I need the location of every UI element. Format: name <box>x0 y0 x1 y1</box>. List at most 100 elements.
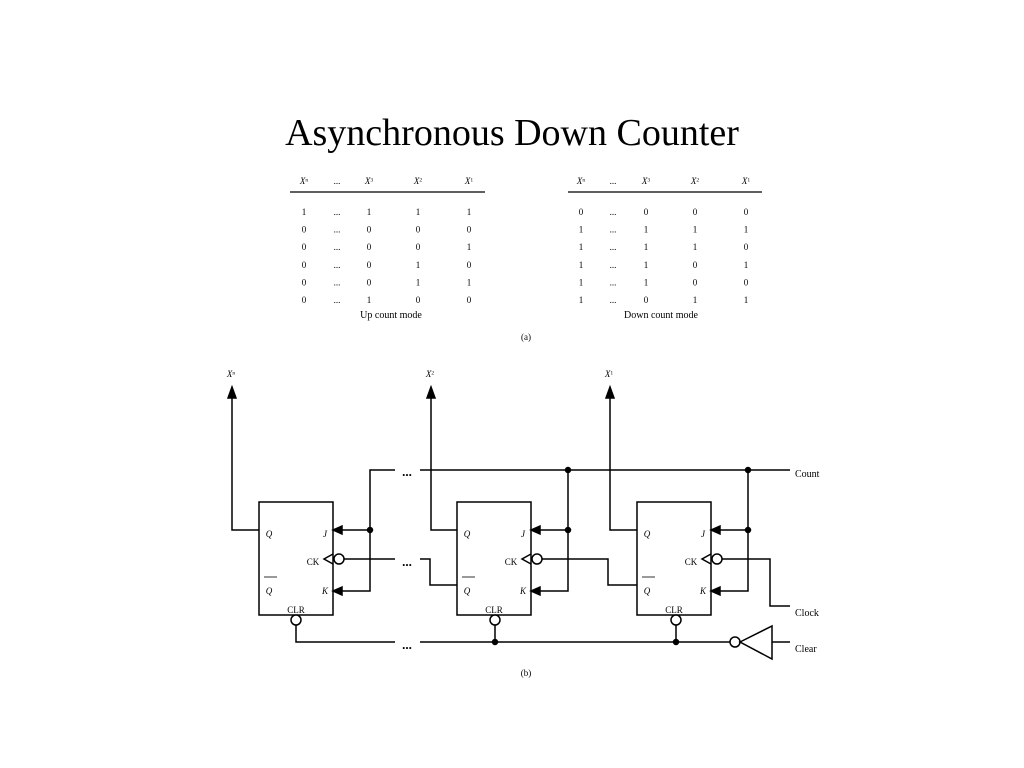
truth-tables: Xn... X3 X2 X1 1... 1 1 1 0... 0 0 0 0... 0 0 1 0... 0 1 0… <box>290 176 762 342</box>
ck-bubble-2 <box>531 553 543 565</box>
wire-qbar-n-to-ck2 <box>420 558 457 586</box>
down-cell-r0-c1: ... <box>610 207 617 217</box>
arrow-x1-icon <box>604 384 616 399</box>
up-cell-r5-c1: ... <box>334 295 341 305</box>
wire-k-1 <box>720 470 749 592</box>
down-cell-r2-c0: 1 <box>579 242 584 252</box>
wire-q-2 <box>430 392 457 531</box>
ck-bubble-n <box>333 553 345 565</box>
down-cell-r4-c1: ... <box>610 277 617 287</box>
up-header-3: X2 <box>413 176 423 186</box>
ellipsis-clear: ... <box>402 637 412 652</box>
down-cell-r0-c2: 0 <box>644 207 649 217</box>
up-cell-r3-c3: 1 <box>416 260 421 270</box>
down-cell-r3-c0: 1 <box>579 260 584 270</box>
down-cell-r4-c2: 1 <box>644 277 649 287</box>
arrow-j-1-icon <box>709 524 721 536</box>
junction-1b <box>744 526 752 534</box>
pin-k-2: K <box>519 586 527 596</box>
down-cell-r2-c1: ... <box>610 242 617 252</box>
up-header-0: Xn <box>299 176 309 186</box>
down-cell-r3-c3: 0 <box>693 260 698 270</box>
ck-bubble-1 <box>711 553 723 565</box>
up-cell-r1-c3: 0 <box>416 225 421 235</box>
output-label-0: Xn <box>226 369 236 379</box>
flipflop-2 <box>456 501 532 616</box>
arrow-xn-icon <box>226 384 238 399</box>
down-cell-r3-c2: 1 <box>644 260 649 270</box>
wire-clock <box>722 558 790 607</box>
down-cell-r1-c3: 1 <box>693 225 698 235</box>
down-cell-r3-c1: ... <box>610 260 617 270</box>
up-cell-r2-c2: 0 <box>367 242 372 252</box>
inverter-triangle-icon <box>738 624 773 661</box>
down-cell-r2-c2: 1 <box>644 242 649 252</box>
down-cell-r5-c2: 0 <box>644 295 649 305</box>
up-cell-r2-c3: 0 <box>416 242 421 252</box>
down-header-2: X3 <box>641 176 651 186</box>
pin-j-1: J <box>701 529 706 539</box>
clr-bubble-n <box>290 614 302 626</box>
pin-clr-n: CLR <box>287 605 305 615</box>
figure-label-a: (a) <box>521 332 531 342</box>
ellipsis-count: ... <box>402 464 412 479</box>
clear-input-label: Clear <box>795 644 817 655</box>
up-cell-r2-c4: 1 <box>467 242 472 252</box>
up-cell-r0-c2: 1 <box>367 207 372 217</box>
figure-label-b: (b) <box>521 668 532 678</box>
pin-clr-2: CLR <box>485 605 503 615</box>
up-cell-r2-c1: ... <box>334 242 341 252</box>
up-cell-r0-c1: ... <box>334 207 341 217</box>
up-cell-r1-c1: ... <box>334 225 341 235</box>
down-header-3: X2 <box>690 176 700 186</box>
junction-2b <box>564 526 572 534</box>
up-cell-r4-c4: 1 <box>467 277 472 287</box>
pin-j-2: J <box>521 529 526 539</box>
down-cell-r5-c0: 1 <box>579 295 584 305</box>
up-cell-r5-c3: 0 <box>416 295 421 305</box>
ck-triangle-1 <box>700 553 712 565</box>
down-cell-r1-c0: 1 <box>579 225 584 235</box>
up-cell-r0-c4: 1 <box>467 207 472 217</box>
clr-bubble-2 <box>489 614 501 626</box>
up-header-1: ... <box>334 176 341 186</box>
down-cell-r5-c4: 1 <box>744 295 749 305</box>
pin-k-n: K <box>321 586 329 596</box>
flipflop-1 <box>636 501 712 616</box>
arrow-j-2-icon <box>529 524 541 536</box>
down-cell-r2-c4: 0 <box>744 242 749 252</box>
arrow-k-2-icon <box>529 585 541 597</box>
slide-title: Asynchronous Down Counter <box>285 112 739 154</box>
down-cell-r0-c3: 0 <box>693 207 698 217</box>
flipflop-n <box>258 501 334 616</box>
pin-j-n: J <box>323 529 328 539</box>
up-header-2: X3 <box>364 176 374 186</box>
down-cell-r0-c4: 0 <box>744 207 749 217</box>
up-cell-r4-c1: ... <box>334 277 341 287</box>
up-cell-r3-c0: 0 <box>302 260 307 270</box>
wire-k-2 <box>540 470 569 592</box>
down-cell-r1-c1: ... <box>610 225 617 235</box>
pin-q-2: Q <box>464 529 471 539</box>
down-header-4: X1 <box>741 176 751 186</box>
down-cell-r4-c3: 0 <box>693 277 698 287</box>
pin-qbar-n: Q <box>266 586 273 596</box>
down-cell-r3-c4: 1 <box>744 260 749 270</box>
down-cell-r4-c0: 1 <box>579 277 584 287</box>
down-cell-r1-c4: 1 <box>744 225 749 235</box>
arrow-j-n-icon <box>331 524 343 536</box>
pin-q-n: Q <box>266 529 273 539</box>
up-cell-r1-c2: 0 <box>367 225 372 235</box>
wire-ck2-to-qbar1 <box>542 558 637 586</box>
arrow-x2-icon <box>425 384 437 399</box>
junction-n <box>366 526 374 534</box>
ck-triangle-n <box>322 553 334 565</box>
down-header-0: Xn <box>576 176 586 186</box>
up-cell-r5-c2: 1 <box>367 295 372 305</box>
up-cell-r5-c0: 0 <box>302 295 307 305</box>
wire-clr-n <box>295 625 395 643</box>
pin-ck-1: CK <box>685 557 698 567</box>
up-cell-r5-c4: 0 <box>467 295 472 305</box>
